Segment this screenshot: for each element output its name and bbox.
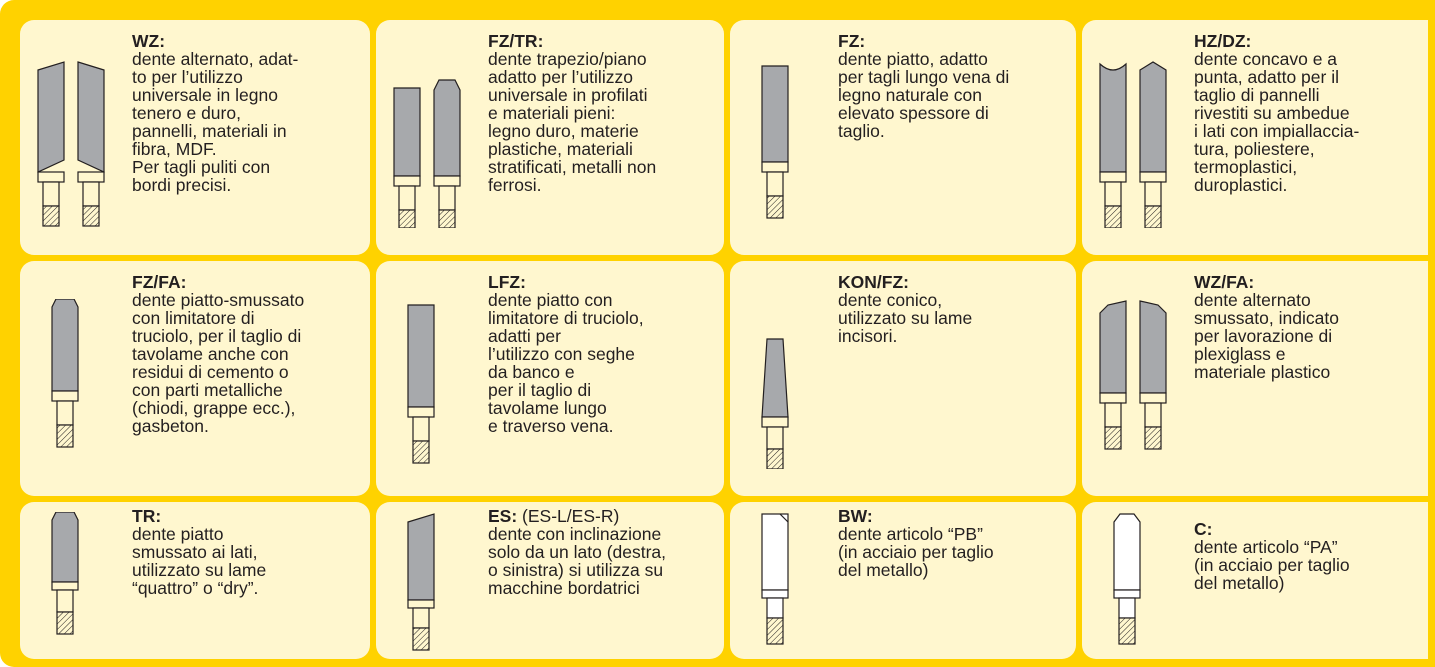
tooth-desc: dente concavo e a punta, adatto per il t… — [1194, 49, 1360, 195]
tooth-description: ES: (ES-L/ES-R)dente con inclinazione so… — [488, 507, 716, 597]
card-lfz: LFZ:dente piatto con limitatore di truci… — [376, 261, 724, 496]
tooth-desc: dente piatto con limitatore di truciolo,… — [488, 290, 644, 436]
flat-chamfered-tooth-icon — [51, 299, 79, 448]
tooth-title-suffix: (ES-L/ES-R) — [517, 506, 620, 526]
steel-tooth-pa-icon — [1113, 513, 1141, 645]
card-fz-tr: FZ/TR:dente trapezio/piano adatto per l’… — [376, 20, 724, 255]
card-hz-dz: HZ/DZ:dente concavo e a punta, adatto pe… — [1082, 20, 1428, 255]
tooth-description: BW:dente articolo “PB” (in acciaio per t… — [838, 507, 1068, 579]
tooth-title: WZ/FA: — [1194, 272, 1255, 292]
tooth-title: FZ/FA: — [132, 272, 187, 292]
card-bw: BW:dente articolo “PB” (in acciaio per t… — [730, 502, 1076, 659]
card-wz-fa: WZ/FA:dente alternato smussato, indicato… — [1082, 261, 1428, 496]
card-fz-fa: FZ/FA:dente piatto-smussato con limitato… — [20, 261, 370, 496]
card-c: C:dente articolo “PA” (in acciaio per ta… — [1082, 502, 1428, 659]
tooth-types-grid: WZ:dente alternato, adat- to per l’utili… — [20, 20, 1435, 662]
card-tr: TR:dente piatto smussato ai lati, utiliz… — [20, 502, 370, 659]
tooth-description: FZ:dente piatto, adatto per tagli lungo … — [838, 32, 1068, 140]
one-side-bevel-tooth-icon — [407, 513, 435, 651]
alternate-chamfered-tooth-icon — [1099, 300, 1127, 450]
trapezoid-flat-tooth-icon — [393, 87, 421, 228]
card-fz: FZ:dente piatto, adatto per tagli lungo … — [730, 20, 1076, 255]
tooth-desc: dente conico, utilizzato su lame incisor… — [838, 290, 973, 346]
tooth-title: BW: — [838, 506, 873, 526]
tooth-desc: dente articolo “PB” (in acciaio per tagl… — [838, 524, 994, 580]
tooth-desc: dente piatto smussato ai lati, utilizzat… — [132, 524, 267, 598]
tooth-desc: dente piatto, adatto per tagli lungo ven… — [838, 49, 1010, 141]
concave-pointed-tooth-icon — [1139, 61, 1167, 228]
tooth-description: HZ/DZ:dente concavo e a punta, adatto pe… — [1194, 32, 1420, 194]
tooth-title-main: ES: — [488, 506, 518, 526]
card-kon-fz: KON/FZ:dente conico, utilizzato su lame … — [730, 261, 1076, 496]
tooth-title: ES: (ES-L/ES-R) — [488, 507, 716, 525]
flat-tooth-icon — [761, 65, 789, 219]
tooth-title: FZ/TR: — [488, 31, 544, 51]
tooth-description: C:dente articolo “PA” (in acciaio per ta… — [1194, 520, 1420, 592]
conical-tooth-icon — [761, 338, 789, 469]
tooth-desc: dente con inclinazione solo da un lato (… — [488, 524, 667, 598]
tooth-title: HZ/DZ: — [1194, 31, 1252, 51]
chamfered-sides-tooth-icon — [51, 512, 79, 635]
tooth-description: LFZ:dente piatto con limitatore di truci… — [488, 273, 716, 435]
flat-limiter-tooth-icon — [407, 304, 435, 464]
tooth-description: WZ:dente alternato, adat- to per l’utili… — [132, 32, 362, 194]
tooth-desc: dente alternato, adat- to per l’utilizzo… — [132, 49, 299, 195]
tooth-description: KON/FZ:dente conico, utilizzato su lame … — [838, 273, 1068, 345]
tooth-title: C: — [1194, 519, 1213, 539]
tooth-title: LFZ: — [488, 272, 526, 292]
tooth-description: WZ/FA:dente alternato smussato, indicato… — [1194, 273, 1420, 381]
tooth-description: FZ/TR:dente trapezio/piano adatto per l’… — [488, 32, 716, 194]
tooth-title: KON/FZ: — [838, 272, 909, 292]
card-wz: WZ:dente alternato, adat- to per l’utili… — [20, 20, 370, 255]
tooth-desc: dente articolo “PA” (in acciaio per tagl… — [1194, 537, 1350, 593]
concave-pointed-tooth-icon — [1099, 62, 1127, 228]
tooth-description: FZ/FA:dente piatto-smussato con limitato… — [132, 273, 362, 435]
alternate-tooth-icon — [77, 61, 105, 227]
tooth-title: TR: — [132, 506, 162, 526]
tooth-description: TR:dente piatto smussato ai lati, utiliz… — [132, 507, 362, 597]
tooth-desc: dente piatto-smussato con limitatore di … — [132, 290, 305, 436]
tooth-title: FZ: — [838, 31, 866, 51]
card-es: ES: (ES-L/ES-R)dente con inclinazione so… — [376, 502, 724, 659]
alternate-tooth-icon — [37, 61, 65, 227]
tooth-desc: dente alternato smussato, indicato per l… — [1194, 290, 1339, 382]
trapezoid-flat-tooth-icon — [433, 79, 461, 228]
tooth-desc: dente trapezio/piano adatto per l’utiliz… — [488, 49, 657, 195]
tooth-title: WZ: — [132, 31, 166, 51]
steel-tooth-pb-icon — [761, 513, 789, 645]
alternate-chamfered-tooth-icon — [1139, 300, 1167, 450]
